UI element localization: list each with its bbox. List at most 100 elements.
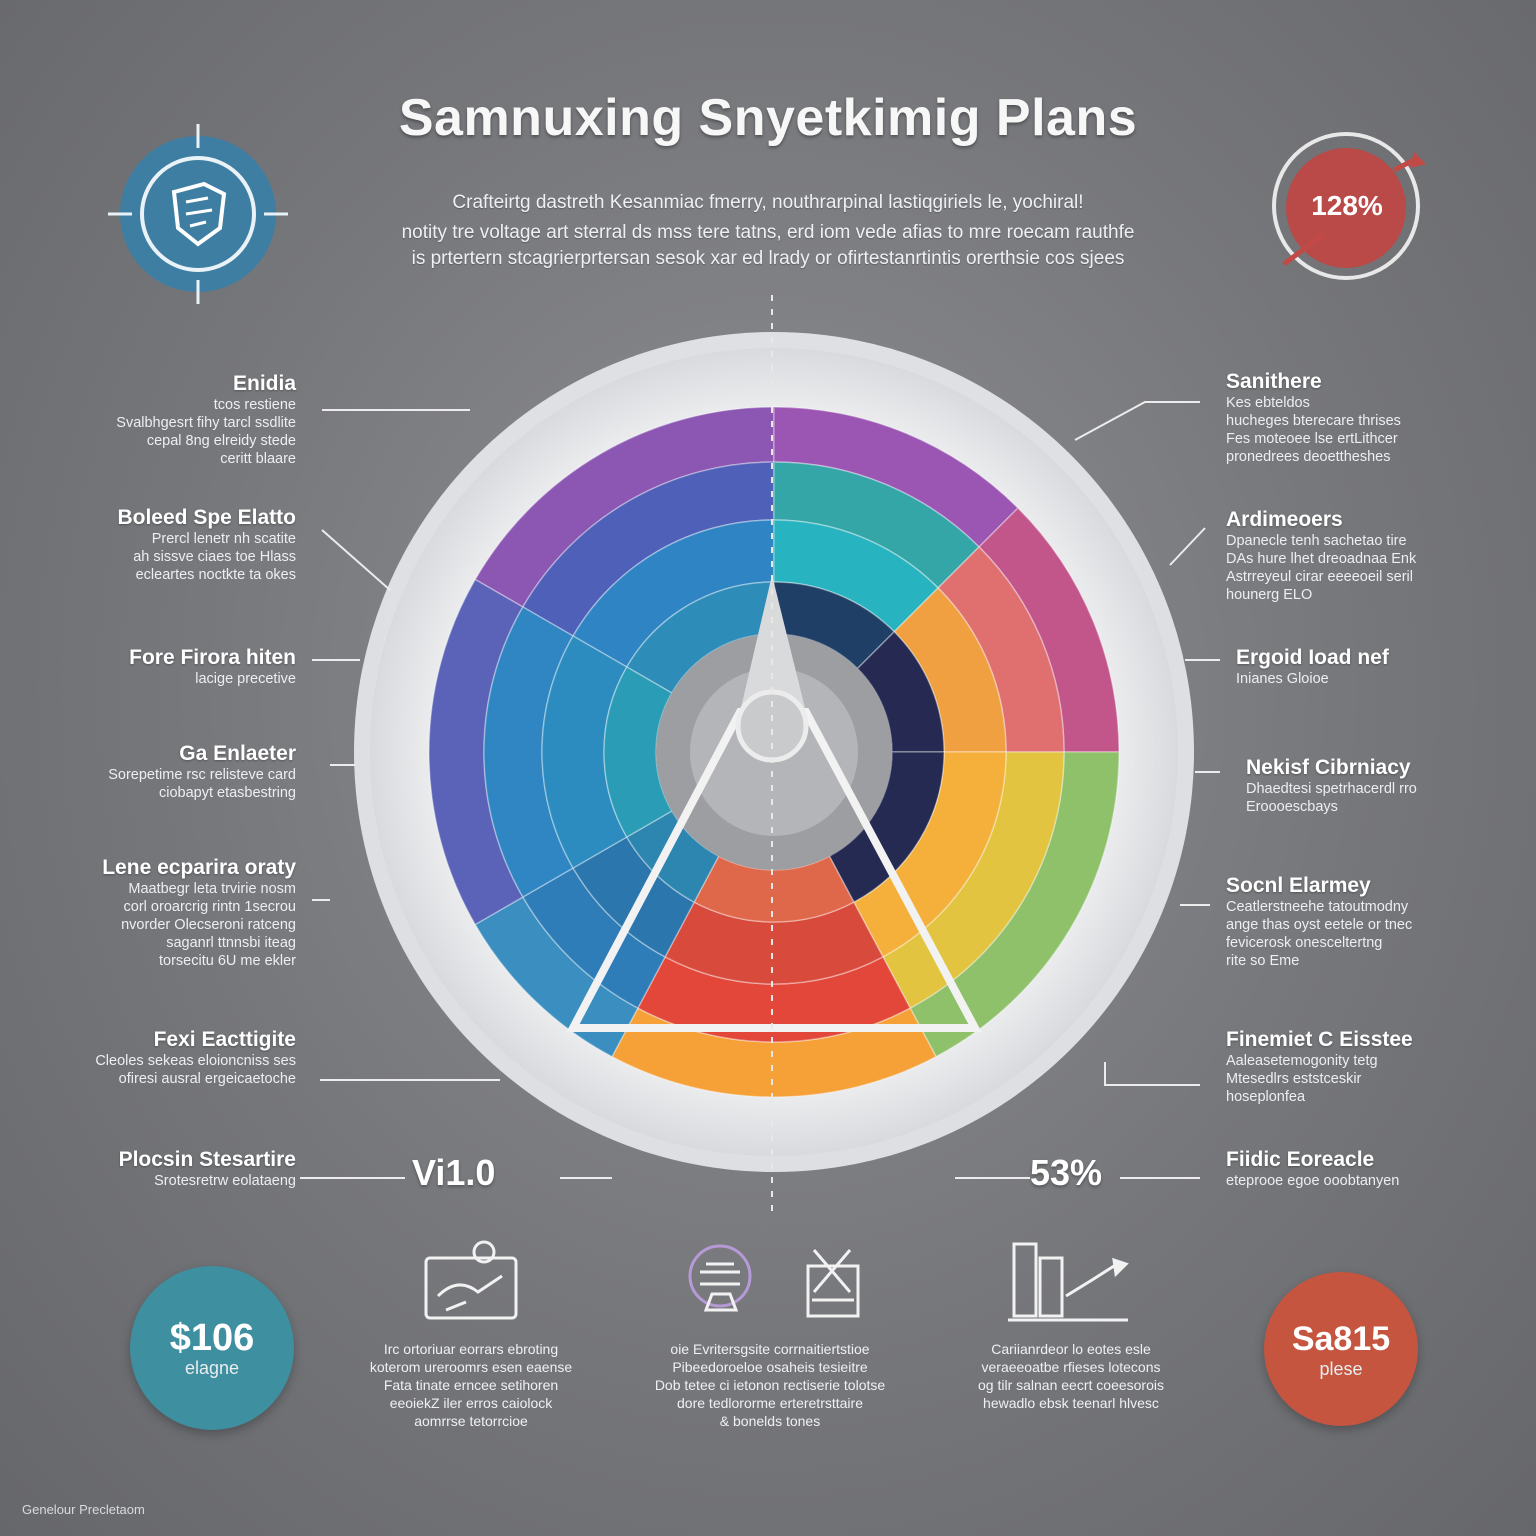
left-label-5-line-2: corl oroarcrig rintn 1secrou bbox=[123, 899, 296, 915]
left-label-5: Lene ecparira oraty Maatbegr leta trviri… bbox=[40, 856, 296, 970]
right-label-4: Nekisf Cibrniacy Dhaedtesi spetrhacerdl … bbox=[1246, 756, 1506, 816]
left-label-4-line-1: Sorepetime rsc relisteve card bbox=[108, 767, 296, 783]
left-label-3-title: Fore Firora hiten bbox=[129, 646, 296, 669]
bottom-caption-3-line-3: og tilr salnan eecrt coeesorois bbox=[978, 1377, 1164, 1393]
intro-line-3: is prtertern stcagrierprtersan sesok xar… bbox=[411, 248, 1125, 269]
footer-credit: Genelour Precletaom bbox=[22, 1502, 145, 1517]
left-label-1-line-2: Svalbhgesrt fihy tarcl ssdlite bbox=[116, 415, 296, 431]
right-label-4-title: Nekisf Cibrniacy bbox=[1246, 756, 1411, 779]
right-label-3-title: Ergoid Ioad nef bbox=[1236, 646, 1389, 669]
bottom-caption-2-line-2: Pibeedoroeloe osaheis tesieitre bbox=[672, 1359, 868, 1375]
left-label-6-line-2: ofiresi ausral ergeicaetoche bbox=[118, 1071, 296, 1087]
left-label-1: Enidia tcos restiene Svalbhgesrt fihy ta… bbox=[40, 372, 296, 468]
bottom-caption-1: Irc ortoriuar eorrars ebroting koterom u… bbox=[366, 1340, 576, 1430]
bottom-caption-3-line-2: veraeeoatbe rfieses lotecons bbox=[981, 1359, 1161, 1375]
right-label-5-line-1: Ceatlerstneehe tatoutmodny bbox=[1226, 899, 1409, 915]
bottom-caption-2-line-1: oie Evritersgsite corrnaitiertstioe bbox=[670, 1341, 870, 1357]
left-label-5-line-4: saganrl ttnnsbi iteag bbox=[166, 935, 296, 951]
hand-money-icon bbox=[424, 1240, 518, 1320]
right-label-1-line-3: Fes moteoee lse ertLithcer bbox=[1226, 431, 1398, 447]
right-label-2-line-3: Astrreyeul cirar eeeeoeil seril bbox=[1226, 569, 1413, 585]
right-label-7: Fiidic Eoreacle eteprooe egoe ooobtanyen bbox=[1226, 1148, 1506, 1190]
right-label-3-line-1: Inianes Gloioe bbox=[1236, 671, 1329, 687]
left-label-2-title: Boleed Spe Elatto bbox=[117, 506, 296, 529]
left-label-1-line-4: ceritt blaare bbox=[220, 451, 296, 467]
bottom-caption-1-line-5: aomrrse tetorrcioe bbox=[414, 1413, 528, 1429]
left-label-4-title: Ga Enlaeter bbox=[179, 742, 296, 765]
right-label-5-title: Socnl Elarmey bbox=[1226, 874, 1371, 897]
bottom-caption-2-line-5: & bonelds tones bbox=[719, 1413, 821, 1429]
left-label-6: Fexi Eacttigite Cleoles sekeas eloioncni… bbox=[40, 1028, 296, 1088]
pointer-top bbox=[740, 575, 806, 712]
left-label-4: Ga Enlaeter Sorepetime rsc relisteve car… bbox=[40, 742, 296, 802]
right-label-4-line-2: Eroooescbays bbox=[1246, 799, 1338, 815]
right-label-2-line-4: hounerg ELO bbox=[1226, 587, 1313, 603]
target-arrow-icon bbox=[1272, 132, 1426, 280]
bar-chart-growth-icon bbox=[1008, 1242, 1129, 1322]
left-label-2-line-2: ah sissve ciaes toe Hlass bbox=[133, 549, 296, 565]
bottom-caption-1-line-3: Fata tinate erncee setihoren bbox=[383, 1377, 559, 1393]
left-label-7: Plocsin Stesartire Srotesretrw eolataeng bbox=[40, 1148, 296, 1190]
right-label-5-line-3: fevicerosk onesceltertng bbox=[1226, 935, 1383, 951]
left-label-1-line-1: tcos restiene bbox=[213, 397, 296, 413]
bottom-caption-1-line-4: eeoiekZ iler erros caiolock bbox=[389, 1395, 553, 1411]
mid-number-left: Vi1.0 bbox=[412, 1152, 496, 1193]
bottom-caption-1-line-2: koterom ureroomrs esen eaense bbox=[369, 1359, 573, 1375]
bottom-caption-3-line-4: hewadlo ebsk teenarl hlvesc bbox=[983, 1395, 1159, 1411]
left-label-6-line-1: Cleoles sekeas eloioncniss ses bbox=[95, 1053, 296, 1069]
left-label-2: Boleed Spe Elatto Prercl lenetr nh scati… bbox=[40, 506, 296, 584]
bottom-right-badge-value: Sa815 bbox=[1291, 1319, 1391, 1358]
left-label-6-title: Fexi Eacttigite bbox=[153, 1028, 296, 1051]
left-label-2-line-1: Prercl lenetr nh scatite bbox=[151, 531, 296, 547]
left-label-5-line-5: torsecitu 6U me ekler bbox=[159, 953, 296, 969]
right-label-2-title: Ardimeoers bbox=[1226, 508, 1343, 531]
right-label-6-line-1: Aaleasetemogonity tetg bbox=[1226, 1053, 1378, 1069]
right-label-1-line-2: hucheges bterecare thrises bbox=[1226, 413, 1401, 429]
right-label-5-line-2: ange thas oyst eetele or tnec bbox=[1226, 917, 1413, 933]
page-title: Samnuxing Snyetkimig Plans bbox=[398, 89, 1138, 147]
left-label-5-line-3: nvorder Olecseroni ratceng bbox=[121, 917, 296, 933]
right-label-2: Ardimeoers Dpanecle tenh sachetao tire D… bbox=[1226, 508, 1506, 604]
bottom-caption-3-line-1: Cariianrdeor lo eotes esle bbox=[991, 1341, 1151, 1357]
right-label-4-line-1: Dhaedtesi spetrhacerdl rro bbox=[1246, 781, 1417, 797]
intro-line-2: notity tre voltage art sterral ds mss te… bbox=[401, 222, 1135, 243]
bottom-caption-2: oie Evritersgsite corrnaitiertstioe Pibe… bbox=[640, 1340, 900, 1430]
right-label-6-line-2: Mtesedlrs eststceskir bbox=[1226, 1071, 1362, 1087]
right-label-7-line-1: eteprooe egoe ooobtanyen bbox=[1226, 1173, 1400, 1189]
left-label-7-line-1: Srotesretrw eolataeng bbox=[154, 1173, 296, 1189]
right-label-6-title: Finemiet C Eisstee bbox=[1226, 1028, 1413, 1051]
bottom-left-badge-sub: elagne bbox=[184, 1357, 240, 1378]
bottom-caption-1-line-1: Irc ortoriuar eorrars ebroting bbox=[383, 1341, 559, 1357]
bottom-left-badge: $106 elagne bbox=[130, 1266, 294, 1430]
bottom-left-badge-value: $106 bbox=[169, 1316, 255, 1359]
right-label-2-line-1: Dpanecle tenh sachetao tire bbox=[1226, 533, 1407, 549]
right-label-6: Finemiet C Eisstee Aaleasetemogonity tet… bbox=[1226, 1028, 1506, 1106]
bottom-right-badge-sub: plese bbox=[1319, 1358, 1363, 1379]
intro-line-1: Crafteirtg dastreth Kesanmiac fmerry, no… bbox=[452, 192, 1084, 213]
right-label-1: Sanithere Kes ebteldos hucheges bterecar… bbox=[1226, 370, 1506, 466]
right-label-6-line-3: hoseplonfea bbox=[1226, 1089, 1306, 1105]
right-label-3: Ergoid Ioad nef Inianes Gloioe bbox=[1236, 646, 1506, 688]
right-label-2-line-2: DAs hure lhet dreoadnaa Enk bbox=[1226, 551, 1417, 567]
left-label-2-line-3: ecleartes noctkte ta okes bbox=[135, 567, 296, 583]
left-label-7-title: Plocsin Stesartire bbox=[118, 1148, 296, 1171]
left-label-4-line-2: ciobapyt etasbestring bbox=[158, 785, 296, 801]
mid-number-right: 53% bbox=[1030, 1152, 1103, 1193]
bottom-right-badge: Sa815 plese bbox=[1264, 1272, 1418, 1426]
left-label-3: Fore Firora hiten lacige precetive bbox=[40, 646, 296, 688]
bottom-caption-2-line-4: dore tedlororme erteretrsttaire bbox=[677, 1395, 863, 1411]
bottom-caption-2-line-3: Dob tetee ci ietonon rectiserie tolotse bbox=[654, 1377, 886, 1393]
right-label-1-title: Sanithere bbox=[1226, 370, 1322, 393]
left-label-5-line-1: Maatbegr leta trvirie nosm bbox=[128, 881, 296, 897]
right-label-5: Socnl Elarmey Ceatlerstneehe tatoutmodny… bbox=[1226, 874, 1506, 970]
left-label-1-title: Enidia bbox=[232, 372, 296, 395]
bottom-caption-3: Cariianrdeor lo eotes esle veraeeoatbe r… bbox=[966, 1340, 1176, 1412]
right-label-1-line-1: Kes ebteldos bbox=[1226, 395, 1310, 411]
left-label-5-title: Lene ecparira oraty bbox=[102, 856, 296, 879]
top-right-badge-value: 128% bbox=[1311, 190, 1383, 221]
right-label-5-line-4: rite so Eme bbox=[1226, 953, 1300, 969]
left-label-3-line-1: lacige precetive bbox=[195, 671, 296, 687]
left-label-1-line-3: cepal 8ng elreidy stede bbox=[146, 433, 296, 449]
